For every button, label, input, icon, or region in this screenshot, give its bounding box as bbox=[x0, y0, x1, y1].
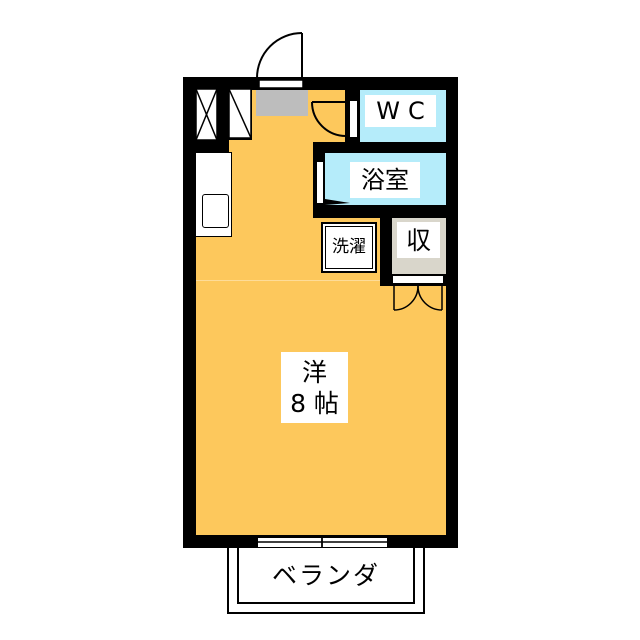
laundry-space: 洗濯 bbox=[321, 222, 377, 273]
storage-label: 収 bbox=[397, 222, 440, 258]
room-divider-line bbox=[196, 280, 380, 281]
closet-box-x bbox=[196, 89, 217, 140]
bath-label: 浴室 bbox=[350, 162, 420, 198]
balcony-window[interactable] bbox=[258, 538, 387, 547]
sink bbox=[202, 194, 229, 228]
laundry-label: 洗濯 bbox=[332, 237, 366, 257]
balcony-outer bbox=[227, 548, 425, 614]
storage-door-opening[interactable] bbox=[393, 276, 443, 283]
wc-label: WC bbox=[365, 95, 436, 127]
wc-door-opening[interactable] bbox=[350, 101, 357, 137]
bath-door-opening[interactable] bbox=[317, 162, 323, 203]
main-room-type: 洋 bbox=[301, 357, 327, 387]
entrance-door-opening[interactable] bbox=[259, 80, 303, 88]
balcony-label: ベランダ bbox=[271, 561, 380, 590]
entrance-genkan bbox=[256, 90, 308, 116]
balcony-inner bbox=[237, 548, 415, 604]
main-room-size: 8 帖 bbox=[290, 388, 339, 418]
closet-box-diagonal bbox=[229, 89, 251, 138]
main-room-label: 洋 8 帖 bbox=[281, 352, 348, 423]
